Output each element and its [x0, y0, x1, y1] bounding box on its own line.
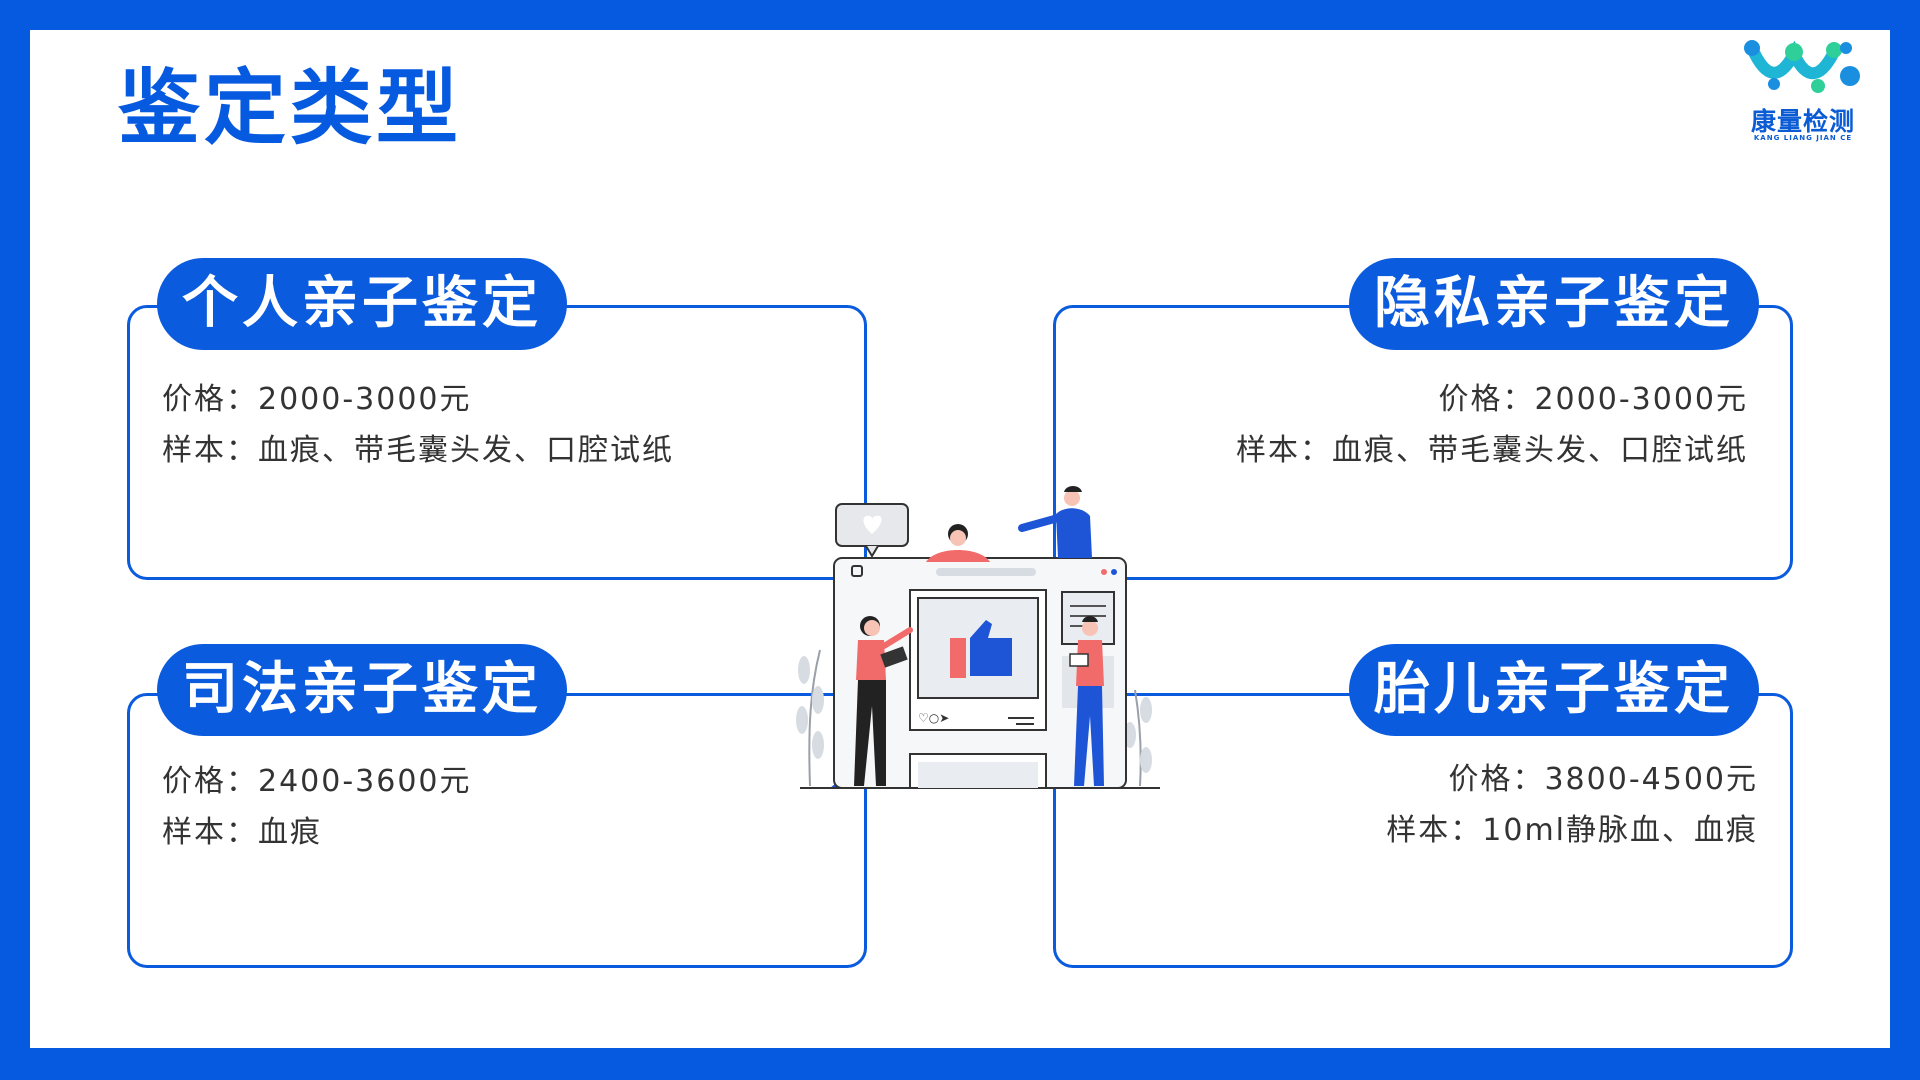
sample-text: 样本：血痕	[162, 815, 322, 850]
card-title-fetal: 胎儿亲子鉴定	[1349, 644, 1759, 736]
page-title: 鉴定类型	[118, 61, 463, 156]
price-text: 价格：2400-3600元	[162, 764, 472, 799]
social-media-illustration: ♡○➤	[790, 470, 1170, 800]
price-text: 价格：3800-4500元	[1448, 762, 1758, 797]
price-text: 价格：2000-3000元	[1438, 382, 1748, 417]
thumbs-up-icon	[950, 620, 1012, 678]
sample-text: 样本：血痕、带毛囊头发、口腔试纸	[1236, 433, 1748, 468]
slide: 鉴定类型 康量检测 KANG LIANG JIAN CE 价格：2000-300…	[30, 30, 1890, 1048]
sample-text: 样本：10ml静脉血、血痕	[1386, 813, 1758, 848]
card-personal: 价格：2000-3000元 样本：血痕、带毛囊头发、口腔试纸	[127, 305, 867, 580]
card-info: 价格：2000-3000元 样本：血痕、带毛囊头发、口腔试纸	[162, 374, 674, 476]
plant-right-icon	[1124, 689, 1152, 787]
card-info: 价格：2000-3000元 样本：血痕、带毛囊头发、口腔试纸	[1236, 374, 1748, 476]
card-info: 价格：3800-4500元 样本：10ml静脉血、血痕	[1386, 754, 1758, 856]
sample-text: 样本：血痕、带毛囊头发、口腔试纸	[162, 433, 674, 468]
card-judicial: 价格：2400-3600元 样本：血痕	[127, 693, 867, 968]
card-title-judicial: 司法亲子鉴定	[157, 644, 567, 736]
logo-mark-icon	[1744, 40, 1860, 93]
heart-bubble-icon	[835, 503, 909, 558]
svg-text:♡○➤: ♡○➤	[918, 711, 949, 725]
brand-logo: 康量检测 KANG LIANG JIAN CE	[1738, 36, 1868, 146]
logo-text: 康量检测	[1750, 107, 1855, 136]
price-text: 价格：2000-3000元	[162, 382, 472, 417]
card-title-private: 隐私亲子鉴定	[1349, 258, 1759, 350]
card-fetal: 价格：3800-4500元 样本：10ml静脉血、血痕	[1053, 693, 1793, 968]
logo-subtext: KANG LIANG JIAN CE	[1753, 134, 1853, 142]
plant-left-icon	[796, 649, 824, 787]
card-info: 价格：2400-3600元 样本：血痕	[162, 756, 472, 858]
card-title-personal: 个人亲子鉴定	[157, 258, 567, 350]
